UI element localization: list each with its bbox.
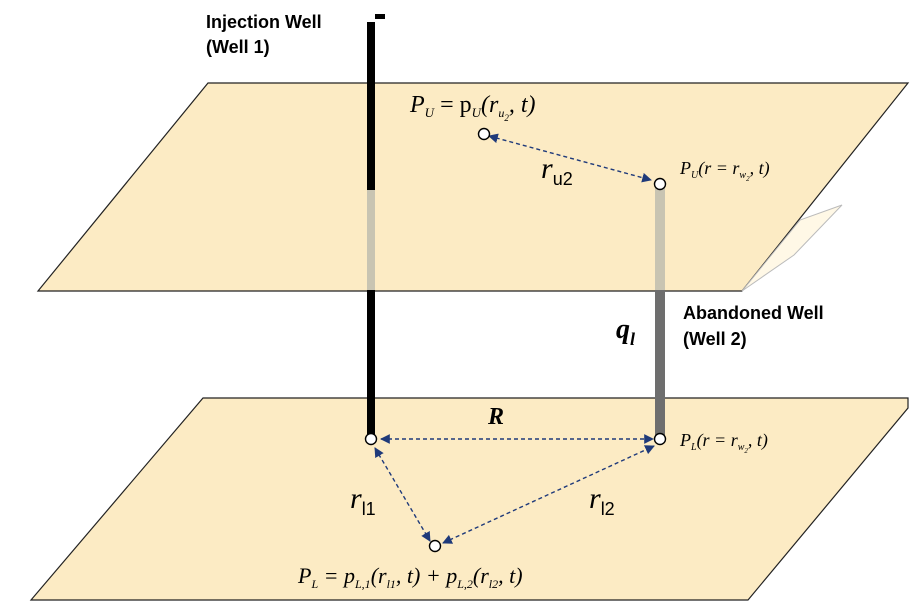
point-lower-well2 — [653, 432, 667, 446]
abandoned-well-label: Abandoned Well — [683, 303, 824, 323]
point-lower-well1 — [364, 432, 378, 446]
ql-label: ql — [616, 314, 635, 349]
rl1-label: rl1 — [350, 482, 376, 519]
injection-well-top — [367, 22, 375, 190]
pu-well2-label: PU(r = rw2, t) — [679, 158, 770, 183]
pu-equation: PU = pU(ru2, t) — [409, 92, 536, 123]
pl-equation: PL = pL,1(rl1, t) + pL,2(rl2, t) — [297, 563, 523, 591]
abandoned-well-upper — [655, 186, 665, 290]
upper-plane-page-curl — [741, 204, 843, 292]
well2-label: (Well 2) — [683, 329, 747, 349]
arrow-rl2 — [442, 445, 655, 544]
point-upper-well2 — [653, 177, 667, 191]
abandoned-well-lower — [655, 290, 665, 438]
point-upper-observation — [477, 127, 491, 141]
rl2-label: rl2 — [589, 482, 615, 519]
lower-aquifer-plane — [29, 397, 909, 601]
pl-well2-label: PL(r = rw2, t) — [679, 430, 768, 455]
point-lower-observation — [428, 539, 442, 553]
injection-well-label-tick — [375, 14, 385, 19]
well1-label: (Well 1) — [206, 37, 270, 57]
ru2-label: ru2 — [541, 152, 573, 189]
injection-well-bottom — [367, 290, 375, 438]
R-label: R — [487, 404, 504, 430]
injection-well-middle — [367, 190, 375, 290]
injection-well-label: Injection Well — [206, 12, 322, 32]
